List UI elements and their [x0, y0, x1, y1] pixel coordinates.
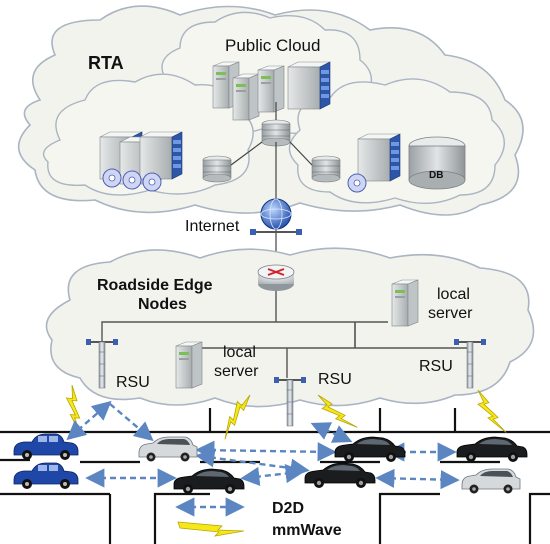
internet-globe-icon — [250, 198, 302, 235]
silver-van-mid-left — [138, 436, 198, 462]
vintage-blue-car-bottom — [13, 462, 79, 490]
legend-mmwave-swatch — [177, 521, 245, 537]
left-disk-switch — [202, 155, 232, 183]
roadside-edge-label-line1: Roadside Edge — [97, 277, 213, 294]
db-cylinder — [408, 136, 466, 190]
rta-label: RTA — [88, 53, 124, 73]
local-server-right-label-line2: server — [428, 305, 473, 322]
roadside-edge-label-line2: Nodes — [138, 296, 187, 313]
rsu-right-label: RSU — [419, 358, 453, 375]
black-sedan-bottom-mid — [304, 462, 376, 489]
black-sedan-mid-right — [334, 436, 406, 463]
router-icon — [257, 264, 295, 291]
public-cloud-label: Public Cloud — [225, 36, 320, 55]
legend: D2D mmWave — [175, 497, 342, 539]
local-server-mid-icon — [175, 341, 203, 389]
black-sedan-bottom-left — [173, 468, 245, 495]
right-disk-switch — [311, 155, 341, 183]
d2d-links — [66, 400, 460, 490]
internet-label: Internet — [185, 218, 240, 235]
local-server-mid-label-line1: local — [223, 344, 256, 361]
local-server-right-icon — [391, 279, 419, 327]
local-server-right-label-line1: local — [437, 286, 470, 303]
silver-van-bottom-right — [461, 468, 521, 494]
rsu-left-label: RSU — [116, 374, 150, 391]
db-label: DB — [429, 170, 443, 181]
rsu-mid-label: RSU — [318, 371, 352, 388]
vintage-blue-car-top — [13, 433, 79, 461]
mmwave-bolt-left — [57, 384, 94, 436]
mmwave-bolt-right — [475, 386, 507, 437]
legend-mmwave-label: mmWave — [272, 522, 342, 539]
legend-d2d-label: D2D — [272, 500, 304, 517]
local-server-mid-label-line2: server — [214, 363, 259, 380]
black-sedan-right — [456, 436, 528, 463]
